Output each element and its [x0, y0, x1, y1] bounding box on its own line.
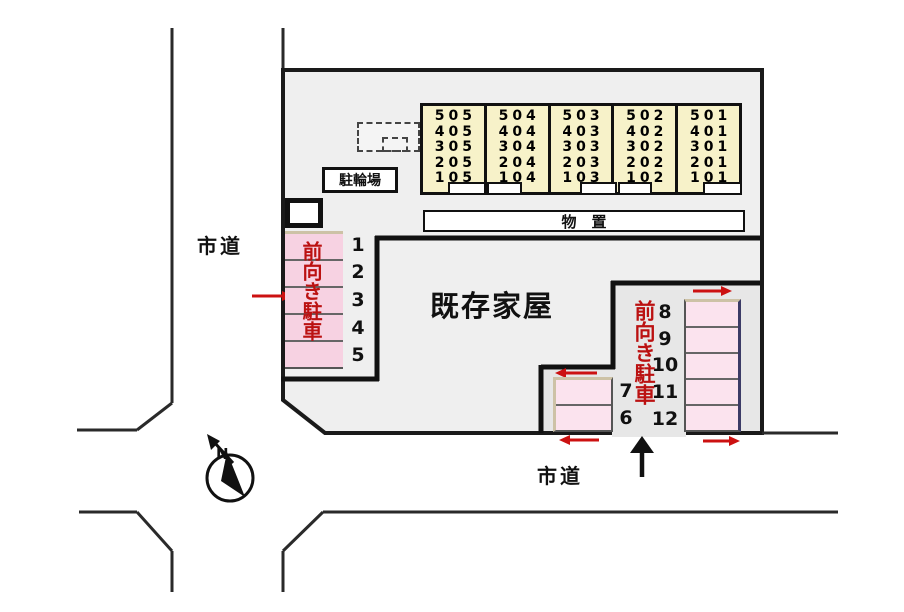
road-edge-nw-chamfer [136, 401, 173, 432]
unit-number: 304 [498, 139, 540, 155]
entrance-box [487, 182, 522, 195]
space-number: 3 [351, 288, 365, 311]
space-number: 9 [658, 327, 672, 350]
road-label-left: 市道 [197, 234, 243, 258]
entrance-box [580, 182, 617, 195]
parking-numbers-left: 1 2 3 4 5 [342, 231, 374, 369]
red-arrow-right-icon [703, 436, 740, 446]
unit-number: 401 [689, 123, 732, 140]
unit-number: 203 [562, 154, 604, 171]
parking-numbers-center: 7 6 [612, 377, 640, 432]
unit-number: 502 [626, 108, 668, 124]
utility-box [285, 198, 323, 228]
unit-number: 302 [626, 139, 668, 155]
red-arrows [252, 286, 740, 446]
entrance-box [448, 182, 486, 195]
building-column: 503 403 303 203 103 [551, 106, 615, 192]
space-number: 11 [651, 381, 679, 404]
parking-numbers-right: 8 9 10 11 12 [648, 299, 682, 432]
red-arrow-left-icon [555, 368, 597, 378]
front-parking-caption-left: 前向き駐車 [299, 241, 323, 341]
parking-bay-right [684, 299, 741, 432]
unit-number: 403 [562, 123, 604, 140]
space-number: 8 [658, 301, 672, 324]
storage-shed: 物 置 [423, 210, 745, 232]
unit-number: 305 [434, 139, 477, 155]
parking-bay-left [285, 231, 343, 369]
storage-label: 物 置 [561, 212, 607, 231]
parking-space [686, 302, 738, 328]
unit-number: 103 [562, 170, 604, 186]
unit-number: 303 [562, 139, 604, 155]
parking-bay-center [553, 377, 613, 432]
space-number: 12 [651, 407, 679, 430]
road-label-bottom: 市道 [537, 464, 583, 488]
unit-number: 405 [434, 123, 477, 140]
unit-number: 101 [689, 170, 732, 186]
unit-number: 104 [498, 170, 540, 186]
space-number: 5 [351, 344, 365, 367]
parking-space [285, 261, 343, 288]
space-number: 4 [351, 316, 365, 339]
unit-number: 402 [626, 123, 668, 140]
unit-number: 503 [562, 108, 604, 124]
space-number: 6 [619, 407, 633, 430]
existing-house-label: 既存家屋 [430, 289, 555, 323]
parking-space [686, 406, 738, 430]
space-number: 1 [351, 233, 365, 256]
north-compass-icon: N [205, 434, 255, 503]
bicycle-parking-label: 駐輪場 [339, 173, 381, 189]
building-column: 504 404 304 204 104 [487, 106, 551, 192]
front-parking-caption-right: 前向き駐車 [632, 300, 656, 405]
parking-space [556, 406, 611, 430]
space-number: 7 [619, 379, 633, 402]
red-arrow-left-icon [559, 435, 599, 445]
north-label: N [216, 445, 229, 463]
entrance-box [703, 182, 742, 195]
road-edge-se-chamfer [281, 510, 325, 553]
parking-space [686, 328, 738, 354]
parking-space [556, 380, 611, 406]
space-number: 2 [351, 261, 365, 284]
unit-number: 404 [498, 123, 540, 140]
black-up-arrow-icon [630, 436, 654, 477]
parking-space [285, 288, 343, 315]
parking-space [285, 234, 343, 261]
unit-number: 301 [689, 139, 732, 155]
parking-space [285, 315, 343, 342]
dashed-outline-notch [382, 137, 408, 152]
building-column: 502 402 302 202 102 [614, 106, 679, 192]
bicycle-parking: 駐輪場 [322, 167, 398, 193]
unit-number: 204 [498, 154, 540, 171]
unit-number: 505 [434, 108, 477, 124]
road-edges [77, 28, 838, 592]
parking-space [686, 354, 738, 380]
space-number: 10 [651, 354, 679, 377]
entrance-box [618, 182, 652, 195]
parking-space [686, 380, 738, 406]
unit-number: 205 [434, 154, 477, 171]
unit-number: 202 [626, 154, 668, 171]
unit-number: 501 [689, 108, 732, 124]
unit-number: 102 [626, 170, 668, 186]
unit-number: 105 [434, 170, 477, 186]
unit-number: 201 [689, 154, 732, 171]
red-arrow-right-icon [693, 286, 732, 296]
building-column: 501 401 301 201 101 [678, 106, 739, 192]
entrance-gap [612, 428, 686, 437]
unit-number: 504 [498, 108, 540, 124]
road-edge-sw-chamfer [135, 510, 174, 553]
building-column: 505 405 305 205 105 [423, 106, 487, 192]
